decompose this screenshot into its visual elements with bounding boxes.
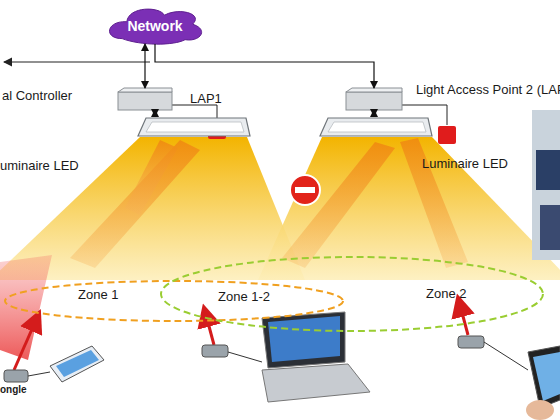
light-beam — [282, 142, 395, 268]
node-label: Light Access Point 2 (LAP) — [416, 82, 560, 97]
no-entry-sign — [290, 175, 320, 205]
light-beam — [125, 140, 178, 215]
light-beam — [70, 140, 200, 268]
connector — [155, 44, 374, 88]
node-label: Zone 2 — [426, 286, 466, 301]
dongle — [458, 336, 484, 348]
luminaire-panel: uminaire LED — [138, 116, 250, 138]
smartphone — [50, 346, 104, 382]
luminaire-panel: Luminaire LED — [320, 116, 432, 138]
laptop-screen — [262, 312, 345, 368]
uplink-arrow — [14, 320, 36, 370]
connector — [144, 44, 145, 88]
laptop-base — [262, 364, 370, 402]
access-point-box: Light Access Point 2 (LAP) — [346, 88, 402, 110]
node-outline — [4, 280, 344, 322]
dongle — [4, 370, 28, 382]
cabin-photo — [536, 150, 560, 190]
node-outline — [118, 88, 172, 110]
hand — [526, 400, 554, 420]
node-label: Network — [127, 19, 182, 34]
tablet — [528, 346, 560, 408]
free-label: ongle — [0, 384, 27, 395]
free-label: Zone 1-2 — [218, 289, 270, 304]
smartphone-screen — [56, 350, 99, 377]
cabin-photo — [540, 205, 560, 250]
connector — [154, 110, 155, 116]
network-cloud: Network — [108, 8, 202, 44]
dongle-cable — [28, 372, 50, 376]
node-label: Zone 1 — [78, 287, 118, 302]
zone-ellipse: Zone 2 — [160, 256, 544, 332]
sensor-square — [438, 126, 456, 144]
dongle-cable — [484, 342, 528, 370]
laptop-display — [268, 316, 340, 362]
tablet-screen — [533, 352, 560, 401]
node-outline — [320, 116, 432, 138]
node-label: LAP1 — [190, 91, 222, 106]
connector — [373, 110, 374, 116]
no-entry-bar — [295, 187, 315, 193]
free-label: al Controller — [2, 88, 72, 103]
node-label: uminaire LED — [0, 158, 79, 173]
node-outline — [138, 116, 250, 138]
node-label: Luminaire LED — [422, 156, 508, 171]
zone-ellipse: Zone 1 — [4, 280, 344, 322]
access-point-box: LAP1 — [118, 88, 172, 110]
controller-wire — [4, 61, 150, 62]
dongle-cable — [228, 352, 262, 362]
dongle — [202, 345, 228, 357]
cabin-photo — [532, 110, 560, 260]
node-outline — [346, 88, 402, 110]
uplink-arrow — [460, 305, 468, 335]
node-outline — [160, 256, 544, 332]
